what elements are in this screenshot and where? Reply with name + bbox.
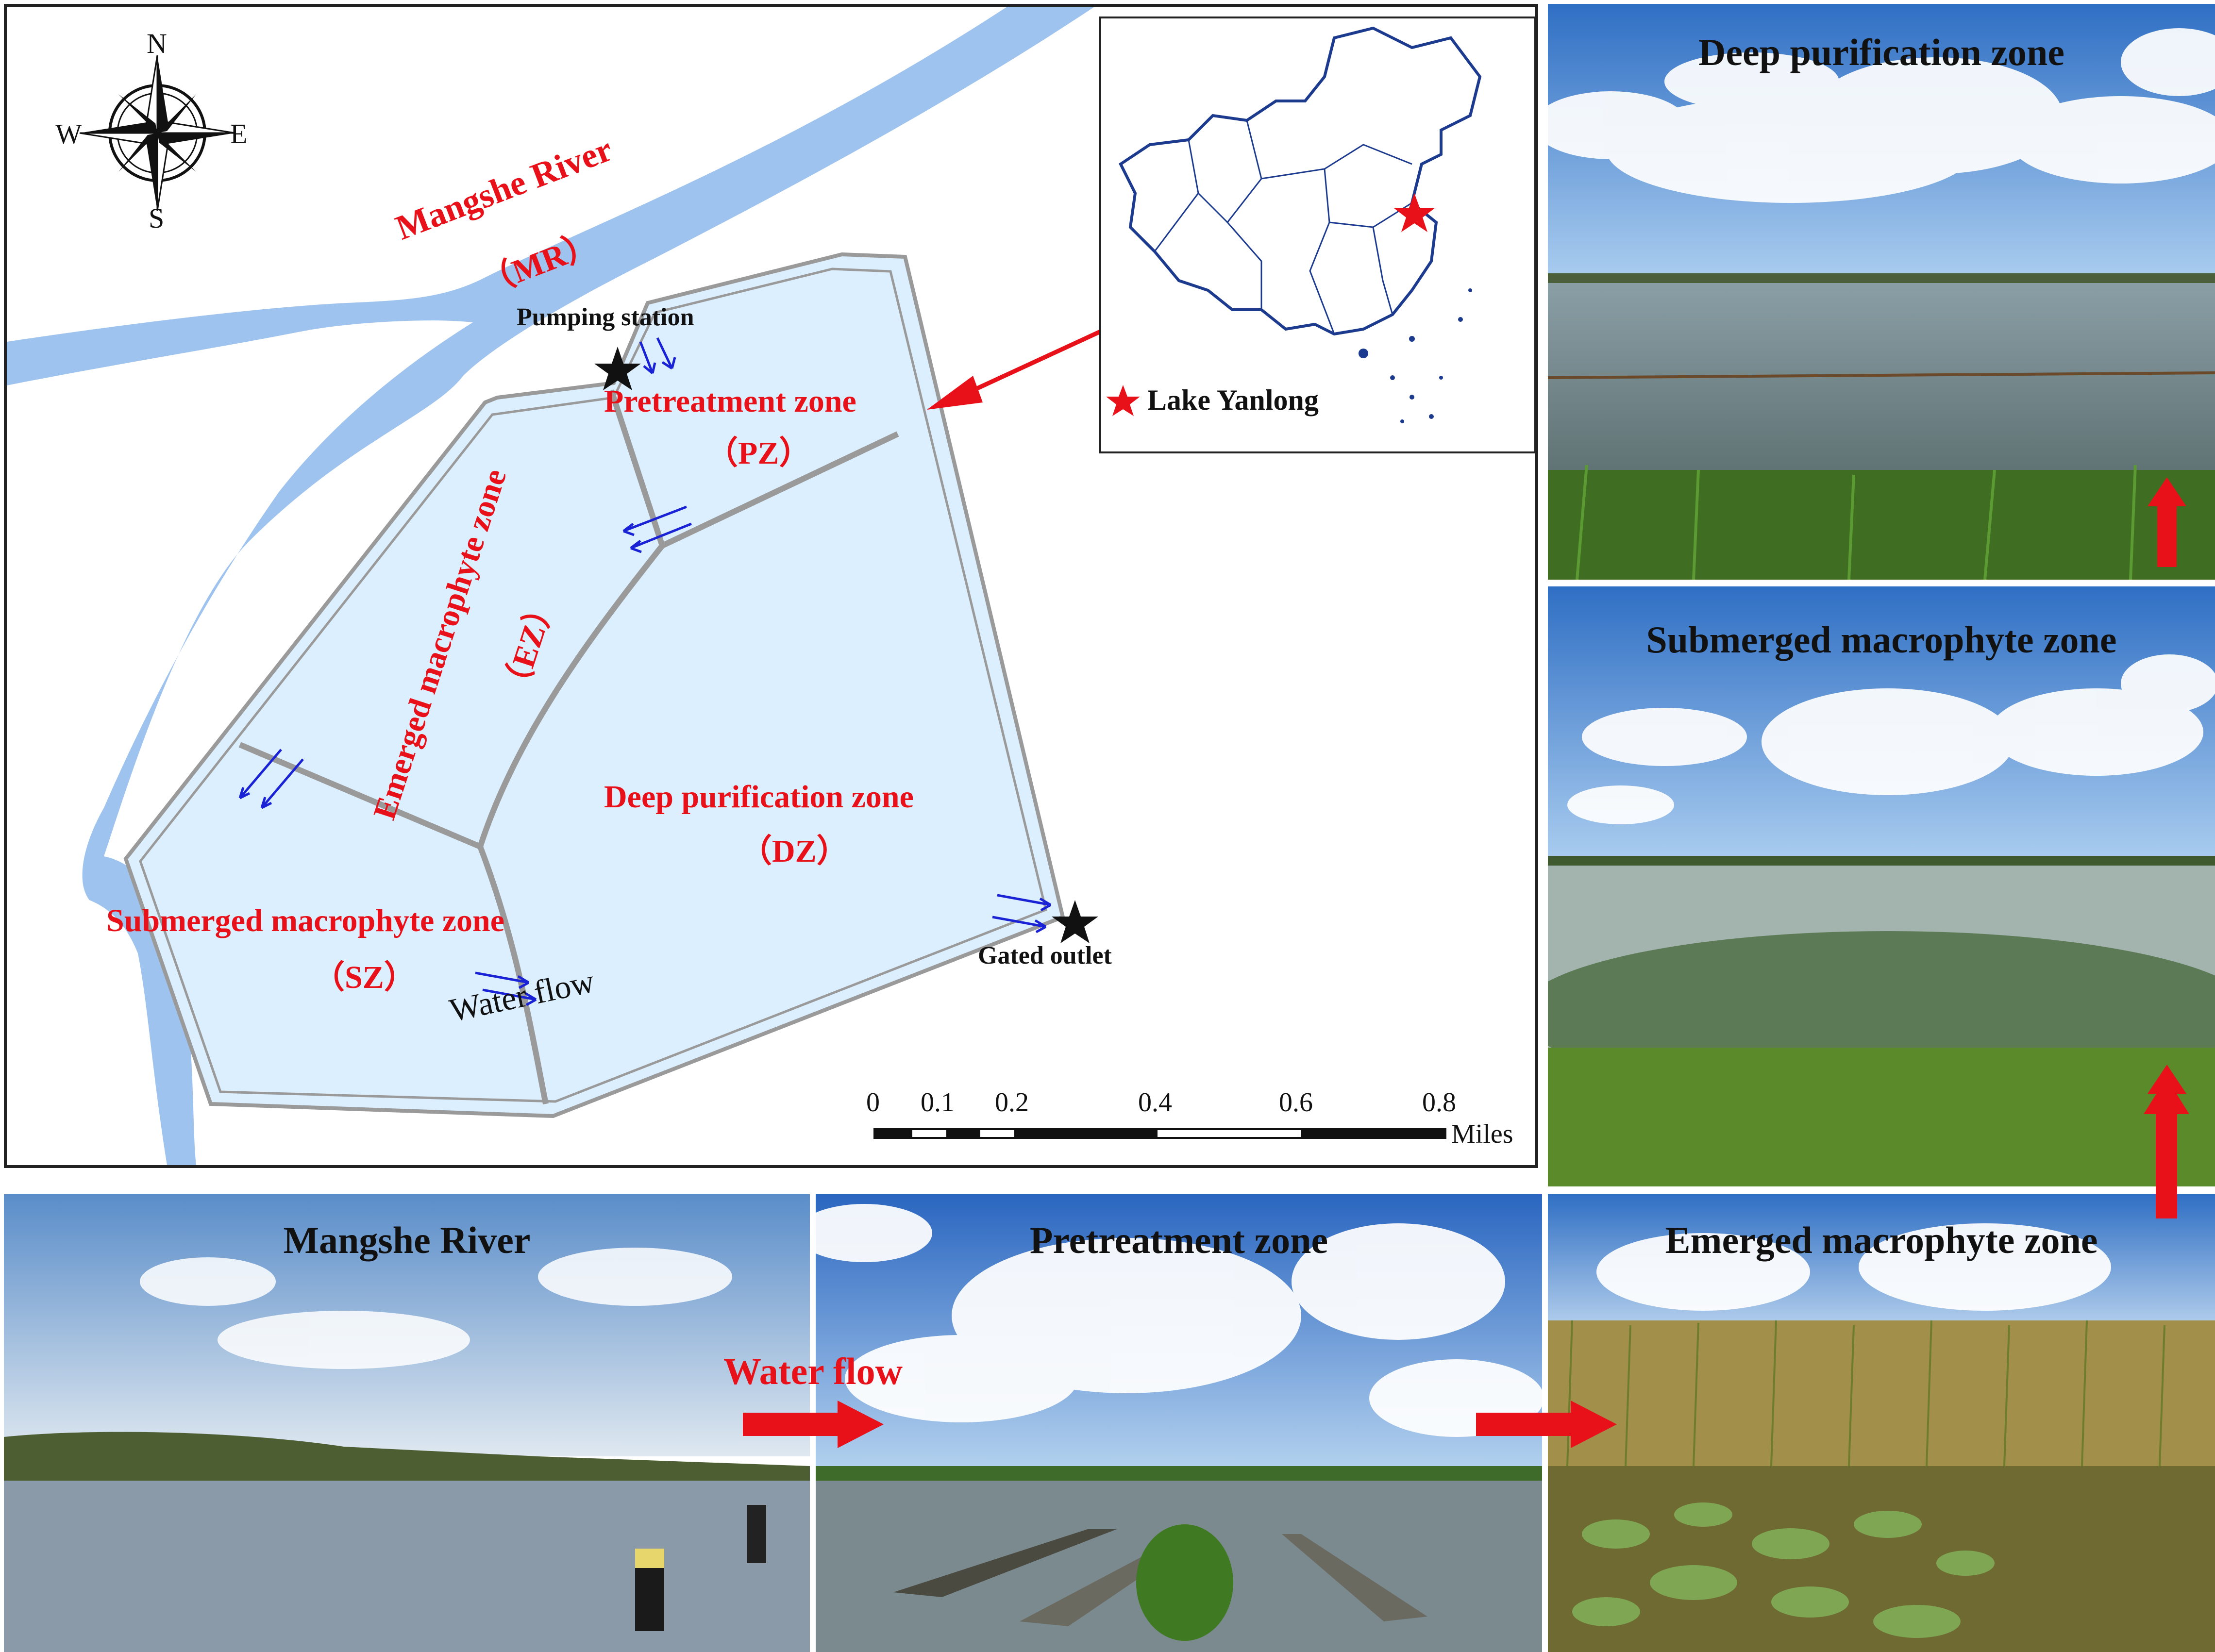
scale-tick-2: 0.2: [995, 1087, 1029, 1118]
photo-submerged-macrophyte: Submerged macrophyte zone: [1548, 586, 2215, 1186]
flow-arrows: [238, 337, 1052, 1006]
scale-tick-3: 0.4: [1138, 1087, 1172, 1118]
flow-arrow-right-2-icon: [1571, 1401, 1617, 1448]
divider-sz: [238, 742, 549, 1105]
scale-tick-5: 0.8: [1422, 1087, 1456, 1118]
dz-label: Deep purification zone: [604, 779, 914, 815]
photo-title-submerged: Submerged macrophyte zone: [1646, 618, 2117, 661]
map-canvas: [7, 7, 1446, 1165]
compass-rose-icon: [79, 55, 235, 211]
divider-ez-dz: [477, 544, 665, 848]
legend-star-icon: [1106, 385, 1140, 416]
gated-outlet-star-icon: [1052, 900, 1098, 943]
scale-tick-0: 0: [866, 1087, 880, 1118]
gated-outlet-label: Gated outlet: [978, 942, 1112, 969]
scale-tick-1: 0.1: [921, 1087, 955, 1118]
pz-abbr: （PZ）: [706, 435, 811, 471]
photo-mangshe-river: Mangshe River: [4, 1194, 810, 1652]
flow-arrow-up-1-icon: [2144, 1078, 2189, 1114]
scale-unit: Miles: [1451, 1119, 1513, 1149]
water-flow-photo-label: Water flow: [723, 1350, 903, 1392]
scale-bar: [873, 1128, 1446, 1139]
compass-w: W: [55, 118, 82, 150]
inset-legend-label: Lake Yanlong: [1147, 384, 1319, 416]
scale-tick-4: 0.6: [1279, 1087, 1313, 1118]
china-inset-map: Lake Yanlong: [1099, 17, 1535, 453]
sz-abbr: （SZ）: [313, 960, 416, 995]
photo-deep-purification: Deep purification zone: [1548, 4, 2215, 580]
photo-title-pretreatment: Pretreatment zone: [1029, 1219, 1328, 1261]
photo-title-emerged: Emerged macrophyte zone: [1665, 1219, 2098, 1261]
lake-yanlong-star-icon: [1393, 193, 1435, 232]
dz-abbr: （DZ）: [740, 834, 849, 869]
china-outline: [1119, 26, 1482, 336]
sz-label: Submerged macrophyte zone: [106, 903, 505, 938]
compass-n: N: [147, 28, 167, 59]
compass-s: S: [149, 202, 165, 234]
compass-e: E: [230, 118, 248, 150]
photo-emerged-macrophyte: Emerged macrophyte zone: [1548, 1194, 2215, 1652]
photo-title-deep: Deep purification zone: [1698, 31, 2064, 73]
pumping-station-star-icon: [594, 347, 641, 390]
study-area-map: N E S W Mangshe River （MR） Pumping stati…: [4, 4, 1538, 1168]
photo-title-river: Mangshe River: [283, 1219, 531, 1261]
pumping-station-label: Pumping station: [517, 303, 694, 331]
flow-arrow-right-1-icon: [838, 1401, 884, 1448]
location-arrow-icon: [927, 376, 983, 410]
pz-label: Pretreatment zone: [604, 384, 856, 419]
